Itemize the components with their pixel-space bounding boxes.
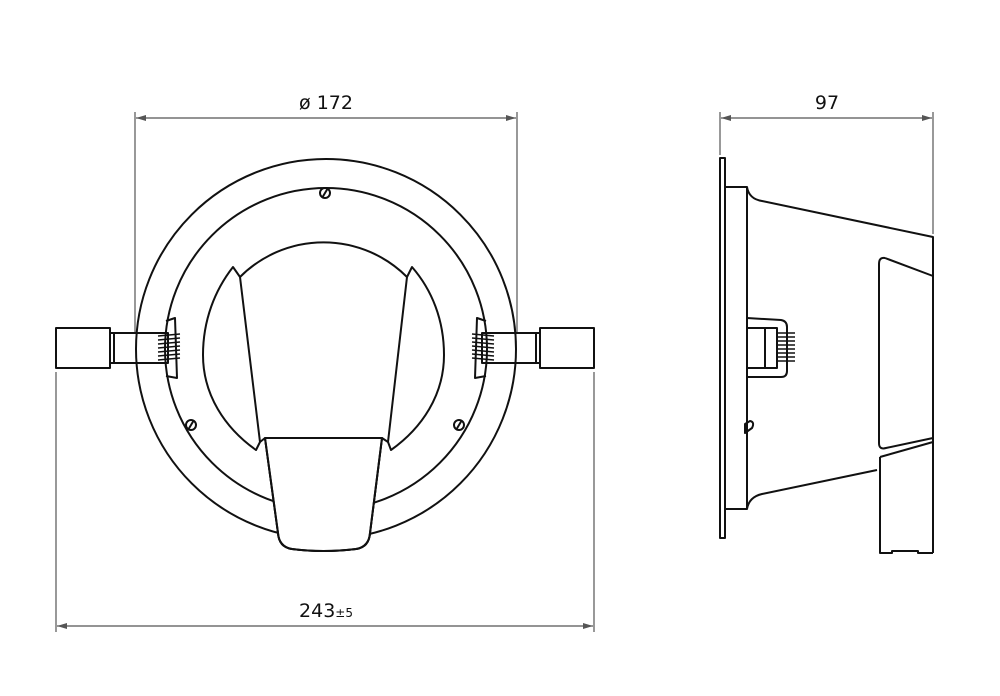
driver-box: [879, 441, 934, 554]
driver-housing-body: [264, 437, 383, 552]
left-spring-coil: [157, 333, 181, 361]
left-blade: [202, 266, 261, 451]
width-value: 243: [299, 600, 336, 622]
dimension-overall-width: [55, 372, 595, 632]
diameter-value: 172: [316, 92, 353, 114]
dimension-depth: [719, 112, 934, 234]
front-view: [55, 158, 595, 552]
diameter-label: ø 172: [299, 92, 353, 114]
dimension-diameter: [134, 112, 518, 332]
depth-value: 97: [814, 92, 840, 114]
body-upper-profile: [746, 186, 934, 553]
side-screw-icon: [744, 420, 755, 434]
side-view: [719, 157, 934, 554]
diameter-symbol: ø: [299, 92, 311, 114]
side-spring-coil: [777, 332, 795, 362]
screw-icon: [319, 187, 331, 199]
trim-plate: [719, 157, 726, 539]
depth-label: 97: [815, 92, 839, 114]
screw-icon: [185, 419, 197, 431]
right-blade: [387, 266, 445, 451]
screw-icon: [453, 419, 465, 431]
body-flange: [725, 186, 748, 510]
body-lower-profile: [746, 469, 878, 510]
reflector-arc: [239, 241, 408, 278]
right-spring-coil: [471, 333, 495, 361]
driver-box-recess: [878, 256, 934, 450]
overall-width-label: 243±5: [299, 600, 353, 622]
left-spring-clip: [55, 317, 178, 379]
width-tolerance: ±5: [335, 606, 353, 620]
